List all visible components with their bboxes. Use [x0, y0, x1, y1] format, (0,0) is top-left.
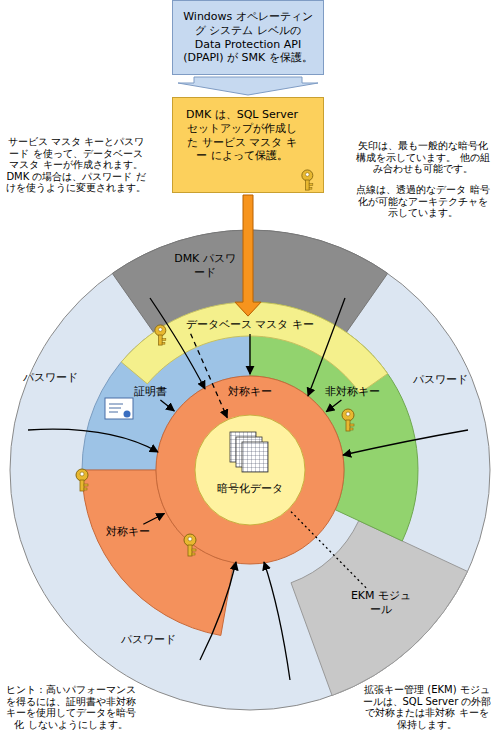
ekm-module-area: EKM モジュール: [348, 589, 414, 617]
block-arrow: [178, 77, 318, 95]
password-label: パスワード: [23, 372, 78, 385]
dmk-password-label-area: DMK パスワード: [172, 252, 238, 280]
arrow-connector: [143, 513, 164, 524]
key-icon: [76, 469, 88, 491]
node-text: 非対称キー: [325, 385, 380, 399]
database-master-key-area: データベース マスタ キー: [186, 318, 314, 332]
dmk-box: DMK は、SQL Server セットアップが作成した サービス マスタ キー…: [172, 97, 324, 193]
password-arrows: [28, 298, 468, 680]
note-text: 矢印は、最も一般的な暗号化 構成を示しています。 他の組み合わせも可能です。: [356, 140, 490, 175]
password-label: パスワード: [413, 374, 468, 387]
key-icon: [155, 325, 166, 345]
block-arrow: [235, 195, 261, 316]
certificate-area: 証明書: [134, 385, 167, 399]
encrypted-data-circle: 暗号化データ: [195, 415, 305, 525]
node-text: 対称キー: [156, 385, 344, 399]
encrypted-data-icon: [230, 432, 268, 472]
arrow-connector: [326, 400, 341, 412]
note-text: 拡張キー管理 (EKM) モジュールは、SQL Server の外部で対称または…: [362, 684, 492, 730]
node-text: データベース マスタ キー: [186, 318, 314, 332]
ekm-band: [291, 521, 467, 696]
dpapi-box: Windows オペレーティング システム レベルの Data Protecti…: [172, 0, 324, 75]
password-label: パスワード: [121, 634, 176, 647]
note-text: 点線は、透過的なデータ 暗号化が可能なアーキテクチャを示しています。: [356, 184, 490, 219]
key-icon: [300, 169, 322, 191]
node-text: 証明書: [134, 385, 167, 399]
arrow-connector: [160, 400, 174, 411]
note-text: ヒント : 高いパフォーマンス を得るには、証明書や非対称キーを使用してデータを…: [6, 684, 136, 730]
key-icon: [184, 534, 196, 556]
dashed-connector: [290, 511, 366, 588]
node-text: 暗号化データ: [195, 482, 305, 496]
note-text: サービス マスタ キーとパスワード を使って、データベース マスタ キーが作成さ…: [6, 136, 146, 194]
asymmetric-key-area: 非対称キー: [325, 385, 380, 399]
key-icon: [342, 409, 354, 431]
symmetric-key-ring: 対称キー暗号化データ: [156, 376, 344, 564]
node-text: Windows オペレーティング システム レベルの Data Protecti…: [181, 10, 315, 65]
inner-symmetric-ring: [156, 376, 344, 564]
encrypted-data-core: [195, 415, 305, 525]
certificate-icon: [105, 398, 133, 419]
node-text: DMK は、SQL Server セットアップが作成した サービス マスタ キー…: [183, 108, 301, 163]
node-text: EKM モジュール: [348, 589, 414, 617]
dashed-connector: [191, 334, 228, 418]
symmetric-key-area: 対称キー: [106, 525, 150, 539]
node-text: DMK パスワード: [172, 252, 238, 280]
arrow-connector: [249, 334, 250, 374]
node-text: 対称キー: [106, 525, 150, 539]
